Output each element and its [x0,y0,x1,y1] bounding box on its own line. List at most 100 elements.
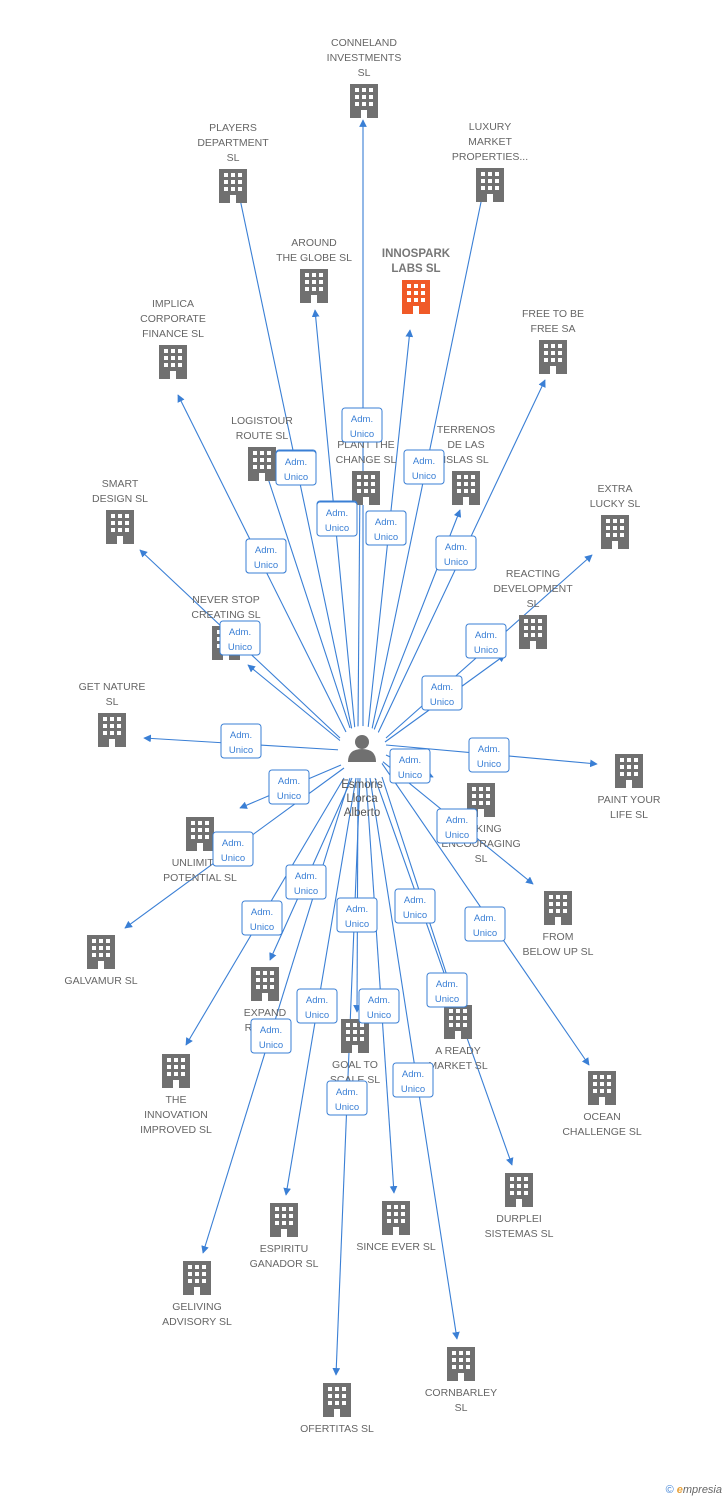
role-badge[interactable]: Adm.Unico [465,623,507,659]
brand-logo[interactable]: empresia [676,1484,722,1496]
role-badge[interactable]: Adm.Unico [435,535,477,571]
role-badge[interactable]: Adm.Unico [464,906,506,942]
company-label: SL [358,67,371,79]
badge-text: Unico [474,645,498,656]
role-badge[interactable]: Adm.Unico [268,769,310,805]
person-name: Alberto [344,807,380,819]
role-badge[interactable]: Adm.Unico [296,988,338,1024]
role-badge[interactable]: Adm.Unico [341,407,383,443]
building-icon [601,515,629,549]
badge-text: Unico [325,523,349,534]
company-label: CHALLENGE SL [562,1126,642,1138]
role-badge[interactable]: Adm.Unico [212,831,254,867]
company-node-galvamur[interactable]: GALVAMUR SL [64,935,138,987]
role-badge[interactable]: Adm.Unico [468,737,510,773]
building-icon [539,340,567,374]
role-badge[interactable]: Adm.Unico [220,723,262,759]
role-badge[interactable]: Adm.Unico [219,620,261,656]
building-icon [350,84,378,118]
badge-box [464,906,506,942]
badge-box [389,748,431,784]
badge-box [316,501,358,537]
role-badge[interactable]: Adm.Unico [392,1062,434,1098]
company-node-sinceever[interactable]: SINCE EVER SL [356,1201,436,1253]
company-node-luxury[interactable]: LUXURYMARKETPROPERTIES... [452,121,528,202]
badge-box [465,623,507,659]
badge-box [245,538,287,574]
role-badge[interactable]: Adm.Unico [421,675,463,711]
badge-text: Adm. [251,907,273,918]
badge-text: Adm. [260,1025,282,1036]
role-badge[interactable]: Adm.Unico [326,1080,368,1116]
badge-text: Unico [403,910,427,921]
company-node-ofertitas[interactable]: OFERTITAS SL [300,1383,374,1435]
company-label: ESPIRITU [260,1243,308,1255]
edge-logistour [260,459,351,729]
role-badge[interactable]: Adm.Unico [275,450,317,486]
role-badge[interactable]: Adm.Unico [403,449,445,485]
role-badge[interactable]: Adm.Unico [426,972,468,1008]
badge-box [394,888,436,924]
badge-text: Unico [294,886,318,897]
company-label: PLAYERS [209,122,257,134]
badge-text: Adm. [436,979,458,990]
company-label: FREE TO BE [522,308,584,320]
badge-text: Adm. [478,744,500,755]
role-badge[interactable]: Adm.Unico [241,900,283,936]
company-label: FINANCE SL [142,328,204,340]
building-icon [544,891,572,925]
company-label: DEVELOPMENT [493,583,573,595]
edge-plantthechange [356,479,364,729]
badge-text: Adm. [402,1069,424,1080]
company-label: SL [106,696,119,708]
role-badge[interactable]: Adm.Unico [285,864,327,900]
role-badge[interactable]: Adm.Unico [336,897,378,933]
building-icon [162,1054,190,1088]
role-badge[interactable]: Adm.Unico [358,988,400,1024]
edge-ofertitas [332,777,361,1376]
badge-text: Adm. [446,815,468,826]
company-label: AROUND [291,237,337,249]
role-badge[interactable]: Adm.Unico [250,1018,292,1054]
badge-text: Unico [445,830,469,841]
role-badge[interactable]: Adm.Unico [389,748,431,784]
role-badge[interactable]: Adm.Unico [245,538,287,574]
company-label: ADVISORY SL [162,1316,232,1328]
role-badge[interactable]: Adm. Unico [394,888,436,924]
badge-text: Adm. [336,1087,358,1098]
badge-text: Unico [229,745,253,756]
company-label: GELIVING [172,1301,222,1313]
badge-box [336,897,378,933]
badge-text: Adm. [404,895,426,906]
role-badge[interactable]: Adm.Unico [365,510,407,546]
badge-text: Adm. [375,517,397,528]
company-node-geliving[interactable]: GELIVING ADVISORY SL [162,1261,232,1328]
role-badge[interactable]: Adm. Unico [436,808,478,844]
role-badge[interactable]: Adm.Unico [316,501,358,537]
company-label: SL [455,1402,468,1414]
